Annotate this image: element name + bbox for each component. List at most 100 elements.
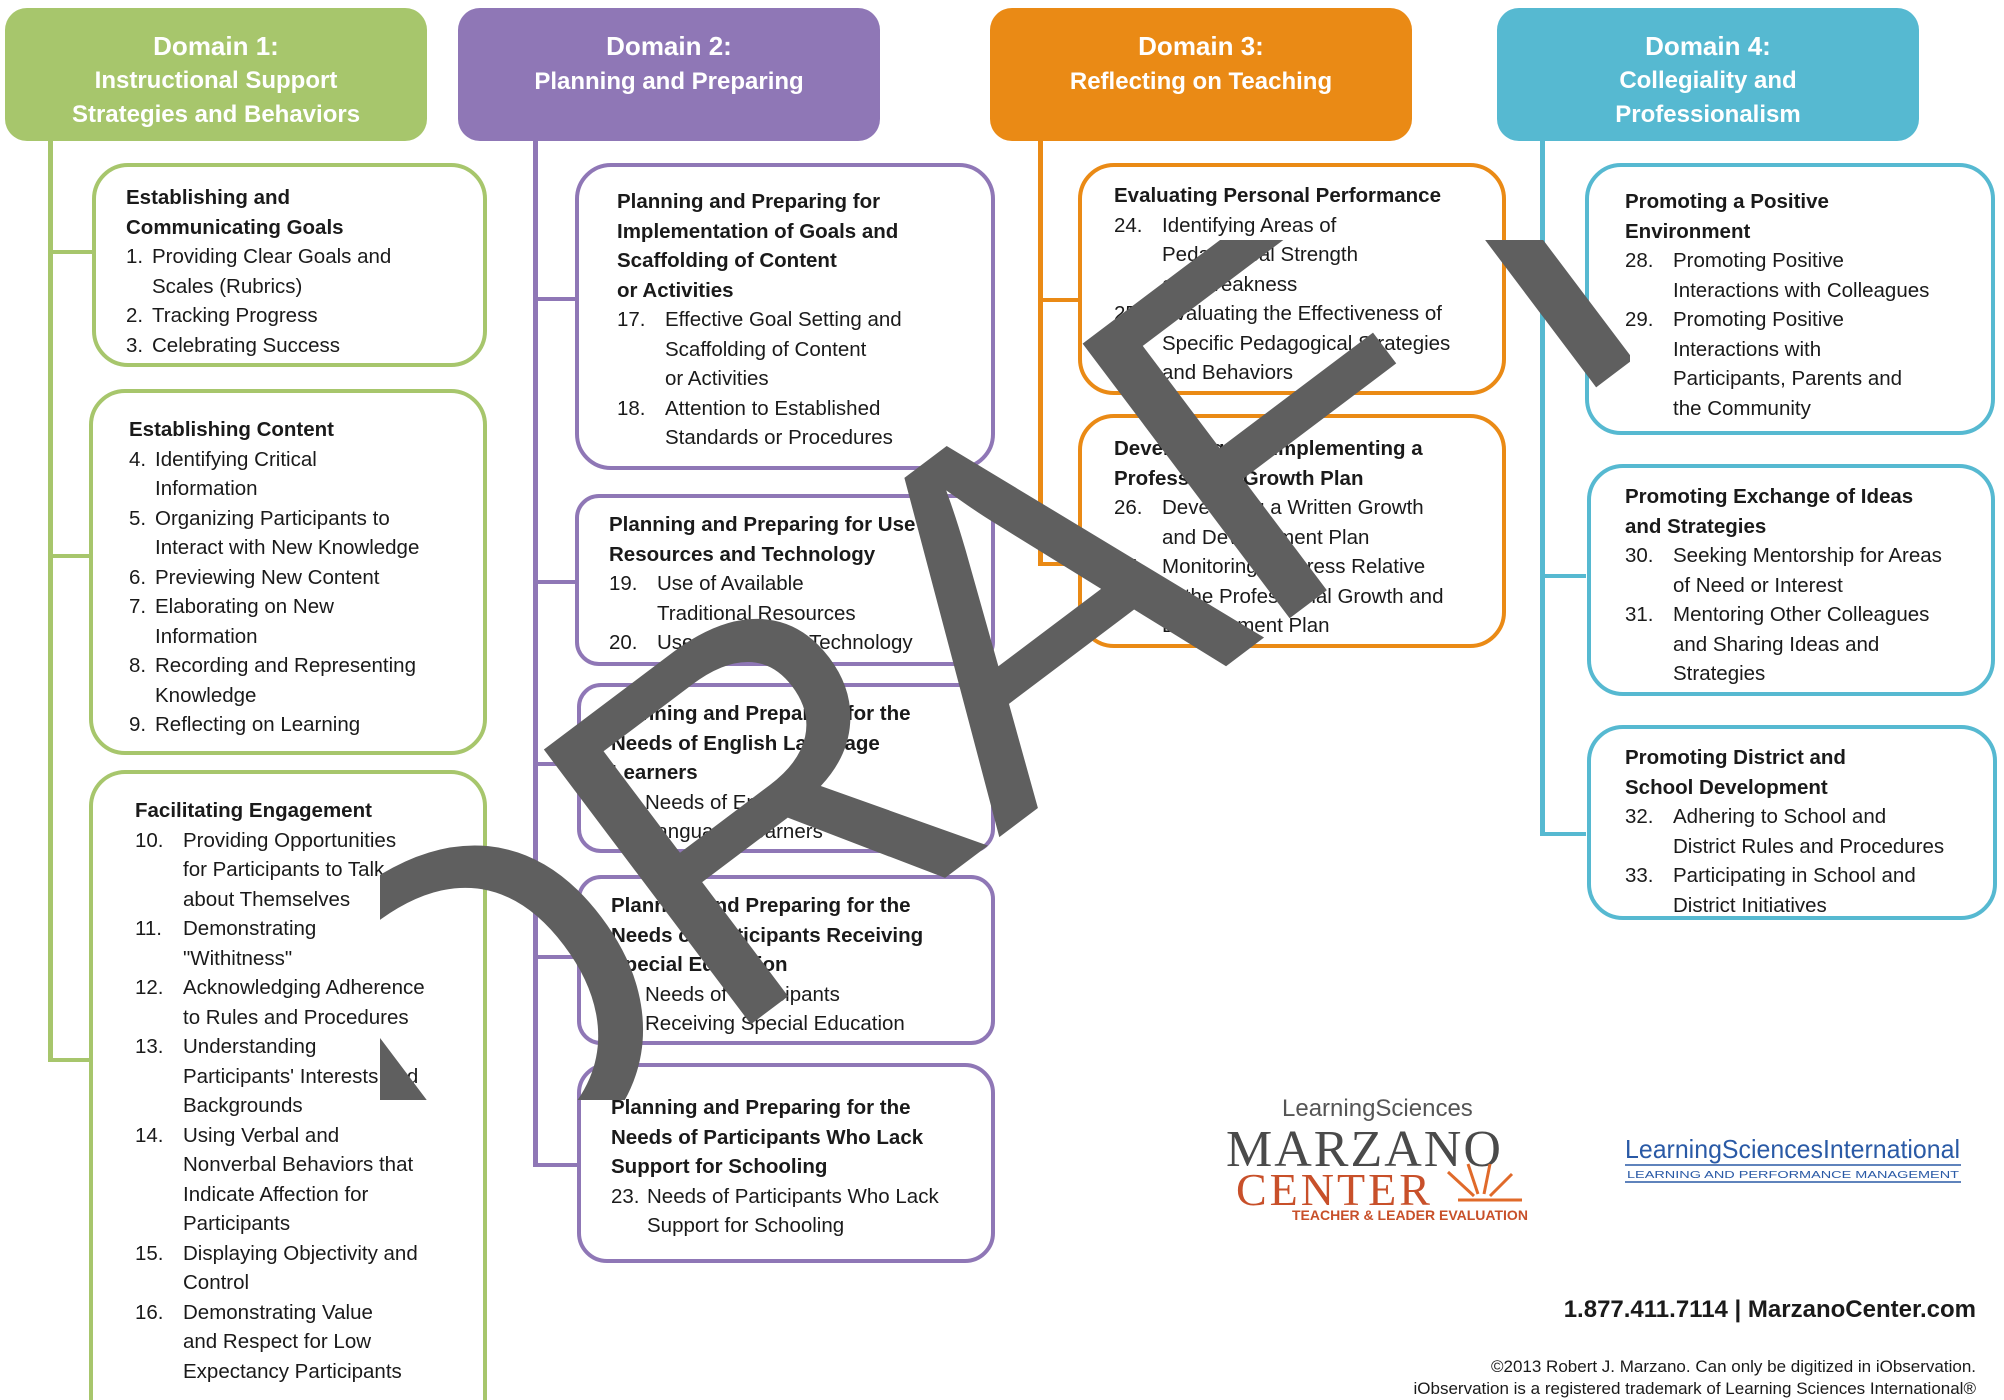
element-title: Developing and Implementing a Profession… — [1114, 437, 1423, 490]
element-title: Establishing Content — [129, 418, 334, 441]
strategy-item: 31.Mentoring Other Colleagues and Sharin… — [1625, 603, 1930, 685]
element-title: Planning and Preparing for the Needs of … — [611, 1096, 924, 1178]
domain2-branch — [533, 580, 579, 584]
strategy-list: 28.Promoting Positive Interactions with … — [1625, 246, 1967, 423]
strategy-item: 30.Seeking Mentorship for Areas of Need … — [1625, 544, 1942, 597]
domain4-branch — [1540, 303, 1586, 307]
strategy-list: 22.Needs of Participants Receiving Speci… — [611, 980, 967, 1039]
marzano-center-logo: LearningSciences MARZANO CENTER TEACHER … — [1226, 1095, 1528, 1222]
domain2-connector — [533, 140, 538, 1165]
element-box-district-development: Promoting District and School Developmen… — [1587, 725, 1997, 920]
strategy-item: 1.Providing Clear Goals and Scales (Rubr… — [126, 245, 392, 298]
element-box-lack-support: Planning and Preparing for the Needs of … — [577, 1063, 995, 1263]
strategy-item: 22.Needs of Participants Receiving Speci… — [611, 982, 905, 1036]
strategy-item: 12.Acknowledging Adherence to Rules and … — [135, 976, 425, 1029]
strategy-item: 17.Effective Goal Setting and Scaffoldin… — [617, 308, 902, 390]
strategy-item: 11.Demonstrating "Withitness" — [135, 917, 317, 970]
strategy-list: 26.Developing a Written Growth and Devel… — [1114, 493, 1478, 641]
strategy-item: 7.Elaborating on New Information — [129, 595, 334, 648]
element-title: Evaluating Personal Performance — [1114, 184, 1441, 207]
svg-text:LEARNING AND PERFORMANCE MANAG: LEARNING AND PERFORMANCE MANAGEMENT — [1627, 1169, 1960, 1181]
element-title: Promoting a Positive Environment — [1625, 190, 1829, 243]
strategy-list: 17.Effective Goal Setting and Scaffoldin… — [617, 305, 967, 453]
element-title: Planning and Preparing for the Needs of … — [611, 702, 911, 784]
strategy-item: 8.Recording and Representing Knowledge — [129, 654, 416, 707]
domain2-branch — [533, 1163, 579, 1167]
svg-text:MARZANO: MARZANO — [1226, 1121, 1503, 1178]
element-box-special-education: Planning and Preparing for the Needs of … — [577, 875, 995, 1045]
domain3-header: Domain 3: Reflecting on Teaching — [990, 8, 1412, 141]
domain2-branch — [533, 955, 579, 959]
strategy-item: 26.Developing a Written Growth and Devel… — [1114, 496, 1424, 549]
element-box-facilitating-engagement: Facilitating Engagement 10.Providing Opp… — [89, 770, 487, 1400]
element-title: Planning and Preparing for Use of Resour… — [609, 513, 941, 566]
element-box-goals-scaffolding: Planning and Preparing for Implementatio… — [575, 163, 995, 470]
domain4-connector — [1540, 140, 1545, 835]
element-box-resources-technology: Planning and Preparing for Use of Resour… — [575, 494, 995, 666]
domain2-header: Domain 2: Planning and Preparing — [458, 8, 880, 141]
strategy-item: 6.Previewing New Content — [129, 565, 380, 589]
svg-text:CENTER: CENTER — [1236, 1164, 1433, 1215]
strategy-item: 9.Reflecting on Learning — [129, 713, 361, 736]
strategy-item: 5.Organizing Participants to Interact wi… — [129, 506, 420, 560]
element-title: Establishing and Communicating Goals — [126, 186, 344, 239]
strategy-list: 23.Needs of Participants Who Lack Suppor… — [611, 1182, 967, 1241]
domain1-header: Domain 1: Instructional Support Strategi… — [5, 8, 427, 141]
domain4-branch — [1540, 832, 1586, 836]
element-box-positive-environment: Promoting a Positive Environment 28.Prom… — [1585, 163, 1995, 435]
domain-subtitle: Planning and Preparing — [534, 68, 804, 95]
element-box-exchange-ideas: Promoting Exchange of Ideas and Strategi… — [1587, 464, 1995, 696]
domain3-branch — [1038, 562, 1084, 566]
element-title: Promoting District and School Developmen… — [1625, 746, 1846, 799]
strategy-item: 20.Use of Available Technology — [609, 631, 913, 654]
strategy-list: 4.Identifying Critical Information 5.Org… — [129, 445, 459, 740]
strategy-item: 13.Understanding Participants' Interests… — [135, 1035, 419, 1117]
element-title: Facilitating Engagement — [135, 799, 372, 822]
domain2-branch — [533, 762, 579, 766]
strategy-list: 30.Seeking Mentorship for Areas of Need … — [1625, 541, 1967, 689]
domain-subtitle: Collegiality and Professionalism — [1615, 67, 1801, 128]
domain1-branch — [48, 1058, 94, 1062]
strategy-list: 10.Providing Opportunities for Participa… — [135, 826, 459, 1387]
strategy-item: 24.Identifying Areas of Pedagogical Stre… — [1114, 213, 1359, 296]
domain-subtitle: Reflecting on Teaching — [1069, 68, 1333, 95]
strategy-item: 33.Participating in School and District … — [1625, 864, 1916, 917]
strategy-item: 14.Using Verbal and Nonverbal Behaviors … — [135, 1123, 414, 1236]
domain-subtitle: Instructional Support Strategies and Beh… — [71, 67, 361, 128]
element-title: Planning and Preparing for the Needs of … — [611, 894, 924, 976]
domain1-connector — [48, 140, 53, 1060]
domain2-branch — [533, 297, 579, 301]
strategy-list: 21.Needs of English Language Learners — [611, 788, 967, 847]
strategy-item: 10.Providing Opportunities for Participa… — [135, 828, 397, 911]
element-title: Promoting Exchange of Ideas and Strategi… — [1625, 485, 1914, 538]
strategy-item: 32.Adhering to School and District Rules… — [1625, 805, 1945, 858]
svg-text:LearningSciencesInternational: LearningSciencesInternational — [1625, 1134, 1960, 1164]
element-title: Planning and Preparing for Implementatio… — [617, 190, 899, 302]
strategy-list: 24.Identifying Areas of Pedagogical Stre… — [1114, 211, 1478, 388]
strategy-item: 27.Monitoring Progress Relative to the P… — [1114, 555, 1444, 637]
strategy-item: 25.Evaluating the Effectiveness of Speci… — [1114, 302, 1451, 384]
strategy-item: 29.Promoting Positive Interactions with … — [1625, 308, 1903, 420]
strategy-item: 28.Promoting Positive Interactions with … — [1625, 249, 1930, 302]
element-box-personal-performance: Evaluating Personal Performance 24.Ident… — [1078, 163, 1506, 395]
element-box-establishing-goals: Establishing and Communicating Goals 1.P… — [92, 163, 487, 367]
domain3-connector — [1038, 140, 1043, 565]
strategy-item: 19.Use of Available Traditional Resource… — [609, 572, 856, 625]
domain-title: Domain 1: — [153, 31, 279, 61]
element-box-ell: Planning and Preparing for the Needs of … — [577, 683, 995, 853]
strategy-item: 18.Attention to Established Standards or… — [617, 396, 893, 450]
strategy-item: 23.Needs of Participants Who Lack Suppor… — [611, 1184, 939, 1238]
strategy-item: 2.Tracking Progress — [126, 304, 318, 327]
strategy-list: 19.Use of Available Traditional Resource… — [609, 569, 967, 658]
element-box-growth-plan: Developing and Implementing a Profession… — [1078, 414, 1506, 648]
strategy-item: 21.Needs of English Language Learners — [611, 790, 823, 844]
svg-text:LearningSciences: LearningSciences — [1282, 1095, 1473, 1122]
contact-line: 1.877.411.7114 | MarzanoCenter.com — [1563, 1296, 1976, 1323]
domain1-branch — [48, 250, 94, 254]
strategy-item: 15.Displaying Objectivity and Control — [135, 1241, 418, 1295]
element-box-establishing-content: Establishing Content 4.Identifying Criti… — [89, 389, 487, 755]
svg-text:TEACHER & LEADER EVALUATION: TEACHER & LEADER EVALUATION — [1292, 1207, 1528, 1222]
domain-title: Domain 2: — [606, 31, 732, 61]
domain-title: Domain 4: — [1645, 31, 1771, 61]
strategy-list: 1.Providing Clear Goals and Scales (Rubr… — [126, 242, 459, 360]
